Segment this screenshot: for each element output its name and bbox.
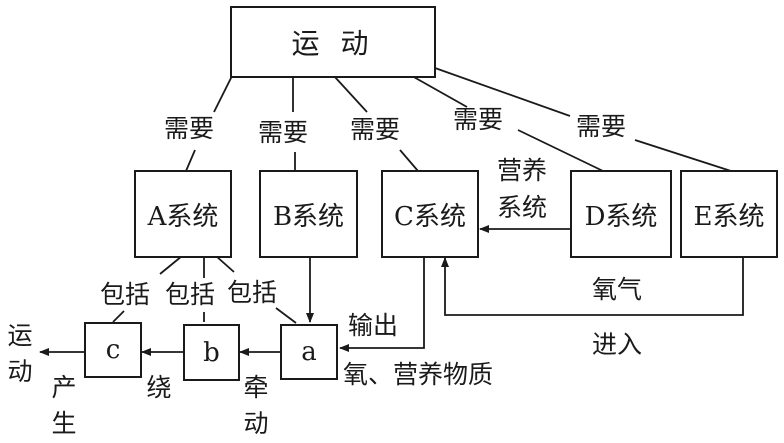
- line-need-D: [517, 129, 604, 172]
- line-A-include-1: [159, 255, 183, 275]
- system-B-label: B系统: [272, 201, 345, 232]
- component-a: a: [280, 324, 338, 380]
- system-A-label: A系统: [147, 201, 219, 232]
- edge-label-need-D: 需要: [453, 105, 504, 134]
- line-root-E: [434, 67, 571, 117]
- root-node-motion: 运 动: [230, 6, 436, 78]
- around-char: 绕: [146, 373, 172, 402]
- line-A-include-3: [215, 255, 235, 273]
- arrow-C-to-a: [339, 256, 425, 352]
- edge-label-produce: 产 生: [50, 370, 78, 443]
- edge-label-oxygen: 氧气: [592, 275, 643, 304]
- system-C-label: C系统: [394, 201, 466, 232]
- system-E-label: E系统: [693, 201, 765, 232]
- motion-out-char-2: 动: [7, 357, 33, 387]
- edge-label-include-c: 包括: [100, 280, 151, 309]
- component-c-label: c: [105, 335, 121, 365]
- edge-label-need-C: 需要: [350, 115, 401, 144]
- system-D-label: D系统: [584, 201, 658, 232]
- pull-char-1: 牵: [243, 373, 269, 402]
- edge-label-enter: 进入: [592, 330, 643, 359]
- produce-char-1: 产: [51, 373, 77, 402]
- line-root-C: [333, 75, 368, 113]
- edge-label-nutrition-line1: 营养: [497, 156, 548, 185]
- component-c: c: [84, 322, 142, 378]
- edge-label-motion-out: 运 动: [6, 318, 34, 391]
- edge-label-need-B: 需要: [258, 118, 309, 147]
- component-b: b: [183, 324, 240, 381]
- component-b-label: b: [203, 337, 220, 368]
- edge-label-around: 绕: [145, 370, 173, 406]
- edge-label-output: 输出: [348, 311, 399, 340]
- edge-label-include-a: 包括: [227, 278, 278, 307]
- pull-char-2: 动: [243, 409, 269, 439]
- produce-char-2: 生: [51, 409, 77, 439]
- line-need-C: [399, 149, 419, 172]
- line-root-A: [213, 75, 233, 113]
- edge-label-need-E: 需要: [576, 112, 627, 141]
- system-E: E系统: [680, 170, 778, 258]
- edge-label-nutrition-line2: 系统: [497, 193, 548, 222]
- root-node-label: 运 动: [291, 27, 375, 60]
- system-A: A系统: [134, 170, 232, 258]
- line-need-A: [185, 149, 196, 172]
- system-D: D系统: [570, 170, 672, 258]
- line-need-E: [634, 139, 732, 172]
- arrow-E-to-C: [441, 256, 744, 316]
- edge-label-oxygen-nutrients: 氧、营养物质: [343, 360, 494, 389]
- edge-label-include-b: 包括: [165, 280, 216, 309]
- component-a-label: a: [301, 337, 317, 367]
- system-C: C系统: [381, 170, 479, 258]
- line-include-c: [112, 310, 125, 323]
- line-root-D: [411, 75, 468, 108]
- line-include-a: [275, 307, 297, 324]
- edge-label-need-A: 需要: [164, 114, 215, 143]
- system-B: B系统: [259, 170, 358, 258]
- motion-out-char-1: 运: [7, 321, 33, 350]
- edge-label-pull: 牵 动: [242, 370, 270, 443]
